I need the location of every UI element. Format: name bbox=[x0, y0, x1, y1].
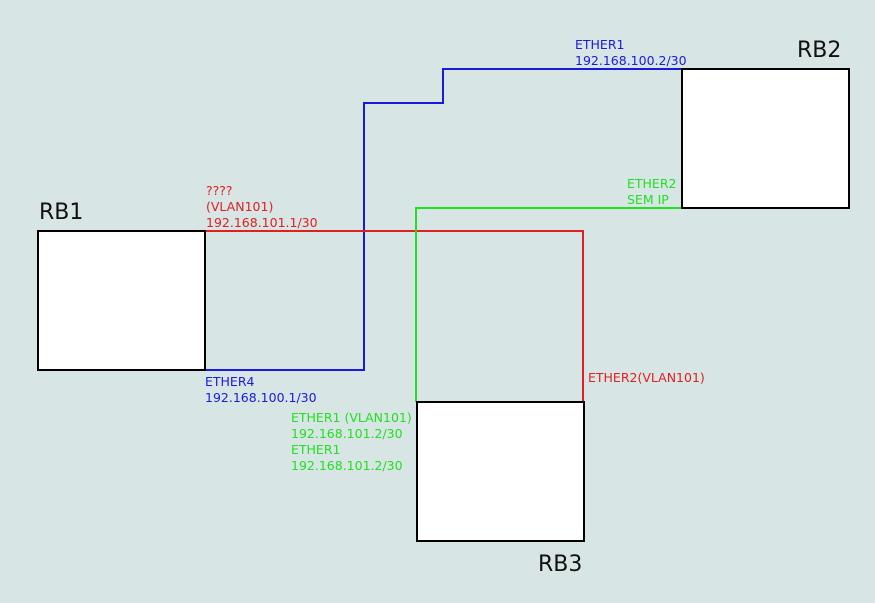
rb3-ether1-label: ETHER1 (VLAN101) 192.168.101.2/30 ETHER1… bbox=[291, 410, 412, 474]
rb2-ether2-label: ETHER2 SEM IP bbox=[627, 176, 676, 208]
router-rb2-name: RB2 bbox=[797, 38, 842, 63]
interface-name: ETHER1 (VLAN101) bbox=[291, 410, 412, 425]
router-rb1-name: RB1 bbox=[39, 200, 84, 225]
ip-note: SEM IP bbox=[627, 192, 669, 207]
ip-address: 192.168.100.1/30 bbox=[205, 390, 317, 405]
ip-address: 192.168.101.2/30 bbox=[291, 426, 403, 441]
vlan-name: (VLAN101) bbox=[206, 199, 274, 214]
rb1-ether4-label: ETHER4 192.168.100.1/30 bbox=[205, 374, 317, 406]
blue-link-rb1-rb2 bbox=[204, 68, 683, 371]
rb1-vlan101-label: ???? (VLAN101) 192.168.101.1/30 bbox=[206, 183, 318, 231]
interface-name: ETHER2(VLAN101) bbox=[588, 370, 705, 385]
interface-name: ETHER4 bbox=[205, 374, 255, 389]
ip-address: 192.168.101.1/30 bbox=[206, 215, 318, 230]
interface-name: ETHER1 bbox=[291, 442, 341, 457]
interface-name: ETHER2 bbox=[627, 176, 677, 191]
interface-name: ???? bbox=[206, 183, 233, 198]
router-rb2-box[interactable] bbox=[681, 68, 850, 209]
ip-address: 192.168.101.2/30 bbox=[291, 458, 403, 473]
rb2-ether1-label: ETHER1 192.168.100.2/30 bbox=[575, 37, 687, 69]
red-link-rb1-rb3 bbox=[204, 230, 584, 402]
ip-address: 192.168.100.2/30 bbox=[575, 53, 687, 68]
router-rb3-name: RB3 bbox=[538, 552, 583, 577]
router-rb3-box[interactable] bbox=[416, 401, 585, 542]
rb3-ether2-vlan101-label: ETHER2(VLAN101) bbox=[588, 370, 705, 386]
interface-name: ETHER1 bbox=[575, 37, 625, 52]
green-link-rb2-rb3 bbox=[415, 207, 683, 402]
router-rb1-box[interactable] bbox=[37, 230, 206, 371]
